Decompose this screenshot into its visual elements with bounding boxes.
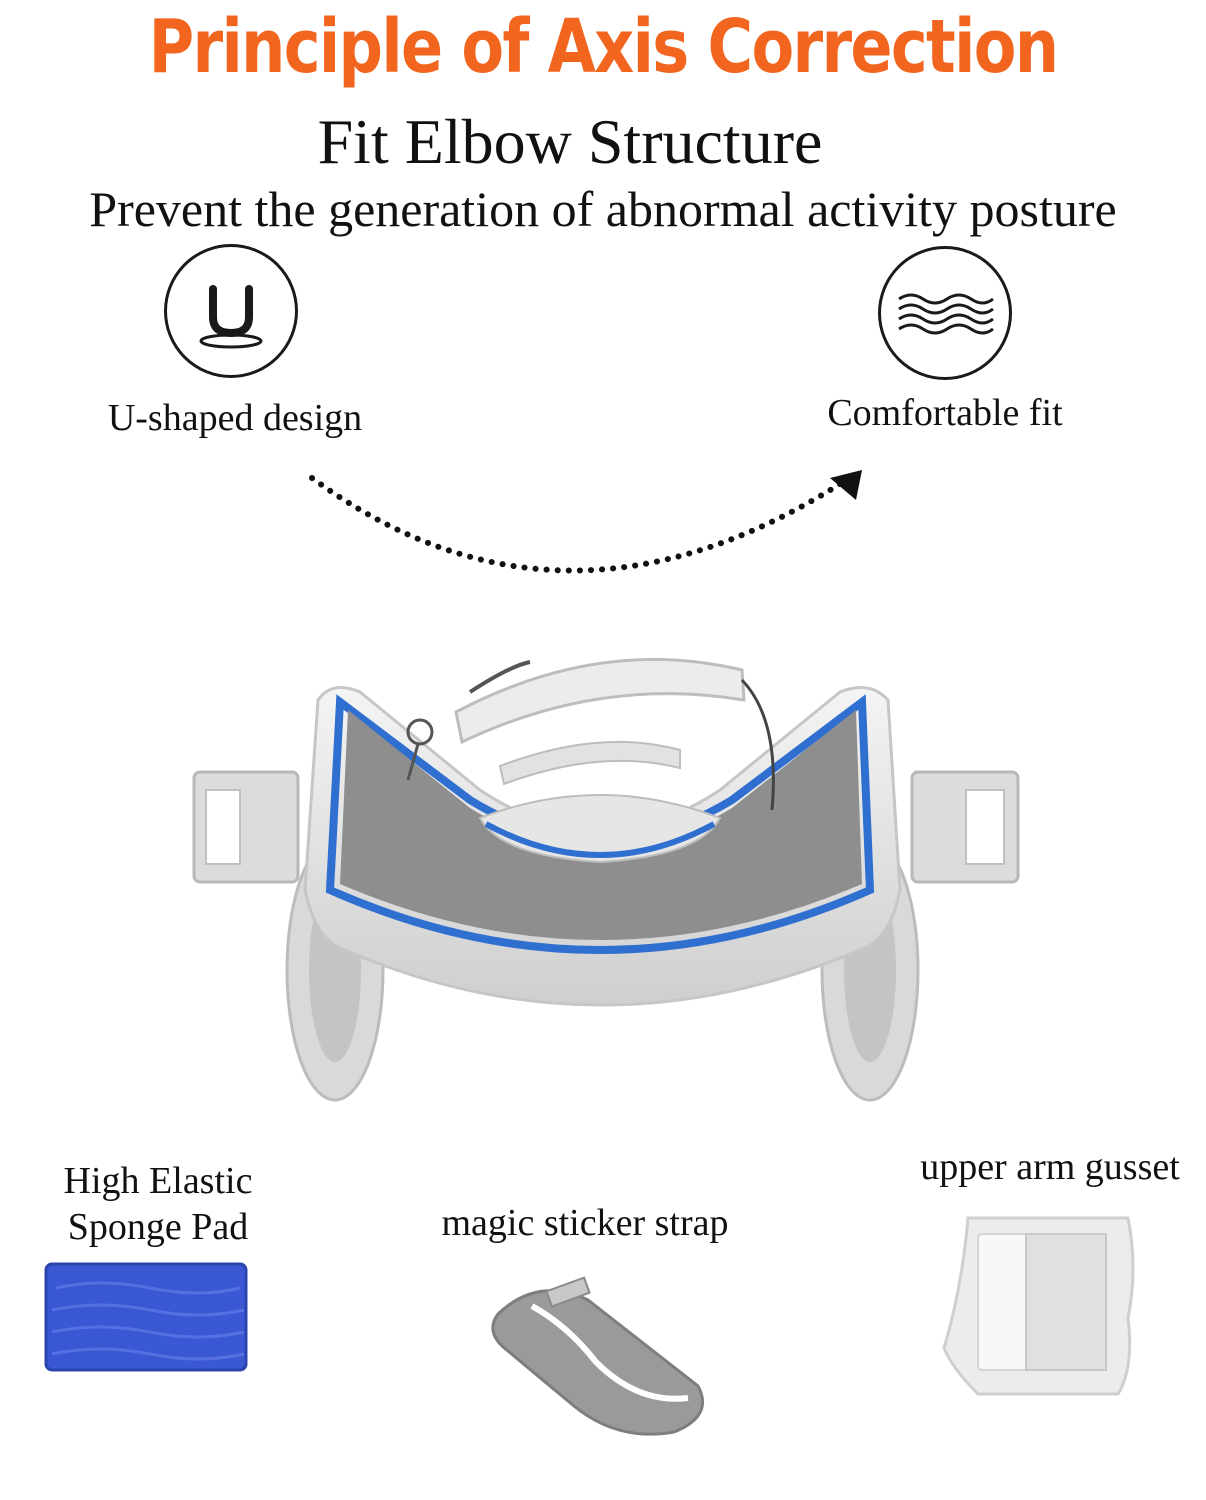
accessory-label-line1: High Elastic xyxy=(63,1160,253,1202)
tagline: Prevent the generation of abnormal activ… xyxy=(89,181,1117,237)
waves-icon xyxy=(898,293,994,335)
elbow-brace-illustration xyxy=(192,658,1020,1102)
accessory-label-strap: magic sticker strap xyxy=(441,1202,729,1244)
accessory-label-line2: Sponge Pad xyxy=(67,1206,249,1248)
u-shape-icon xyxy=(199,285,263,349)
arrow-head-icon xyxy=(830,470,862,500)
subtitle: Fit Elbow Structure xyxy=(317,106,823,177)
page-title: Principle of Axis Correction xyxy=(148,4,1059,90)
sponge-pad-image xyxy=(44,1262,248,1372)
gusset-image xyxy=(942,1216,1135,1396)
accessory-label-sponge-pad: High Elastic Sponge Pad xyxy=(20,1158,296,1250)
feature-label-u-shaped: U-shaped design xyxy=(107,397,363,439)
u-shaped-feature-badge xyxy=(164,244,298,378)
dotted-arrow xyxy=(309,470,862,574)
accessory-label-gusset: upper arm gusset xyxy=(920,1146,1180,1188)
comfortable-fit-feature-badge xyxy=(878,246,1012,380)
feature-label-comfortable-fit: Comfortable fit xyxy=(827,392,1063,434)
strap-image xyxy=(491,1276,704,1436)
